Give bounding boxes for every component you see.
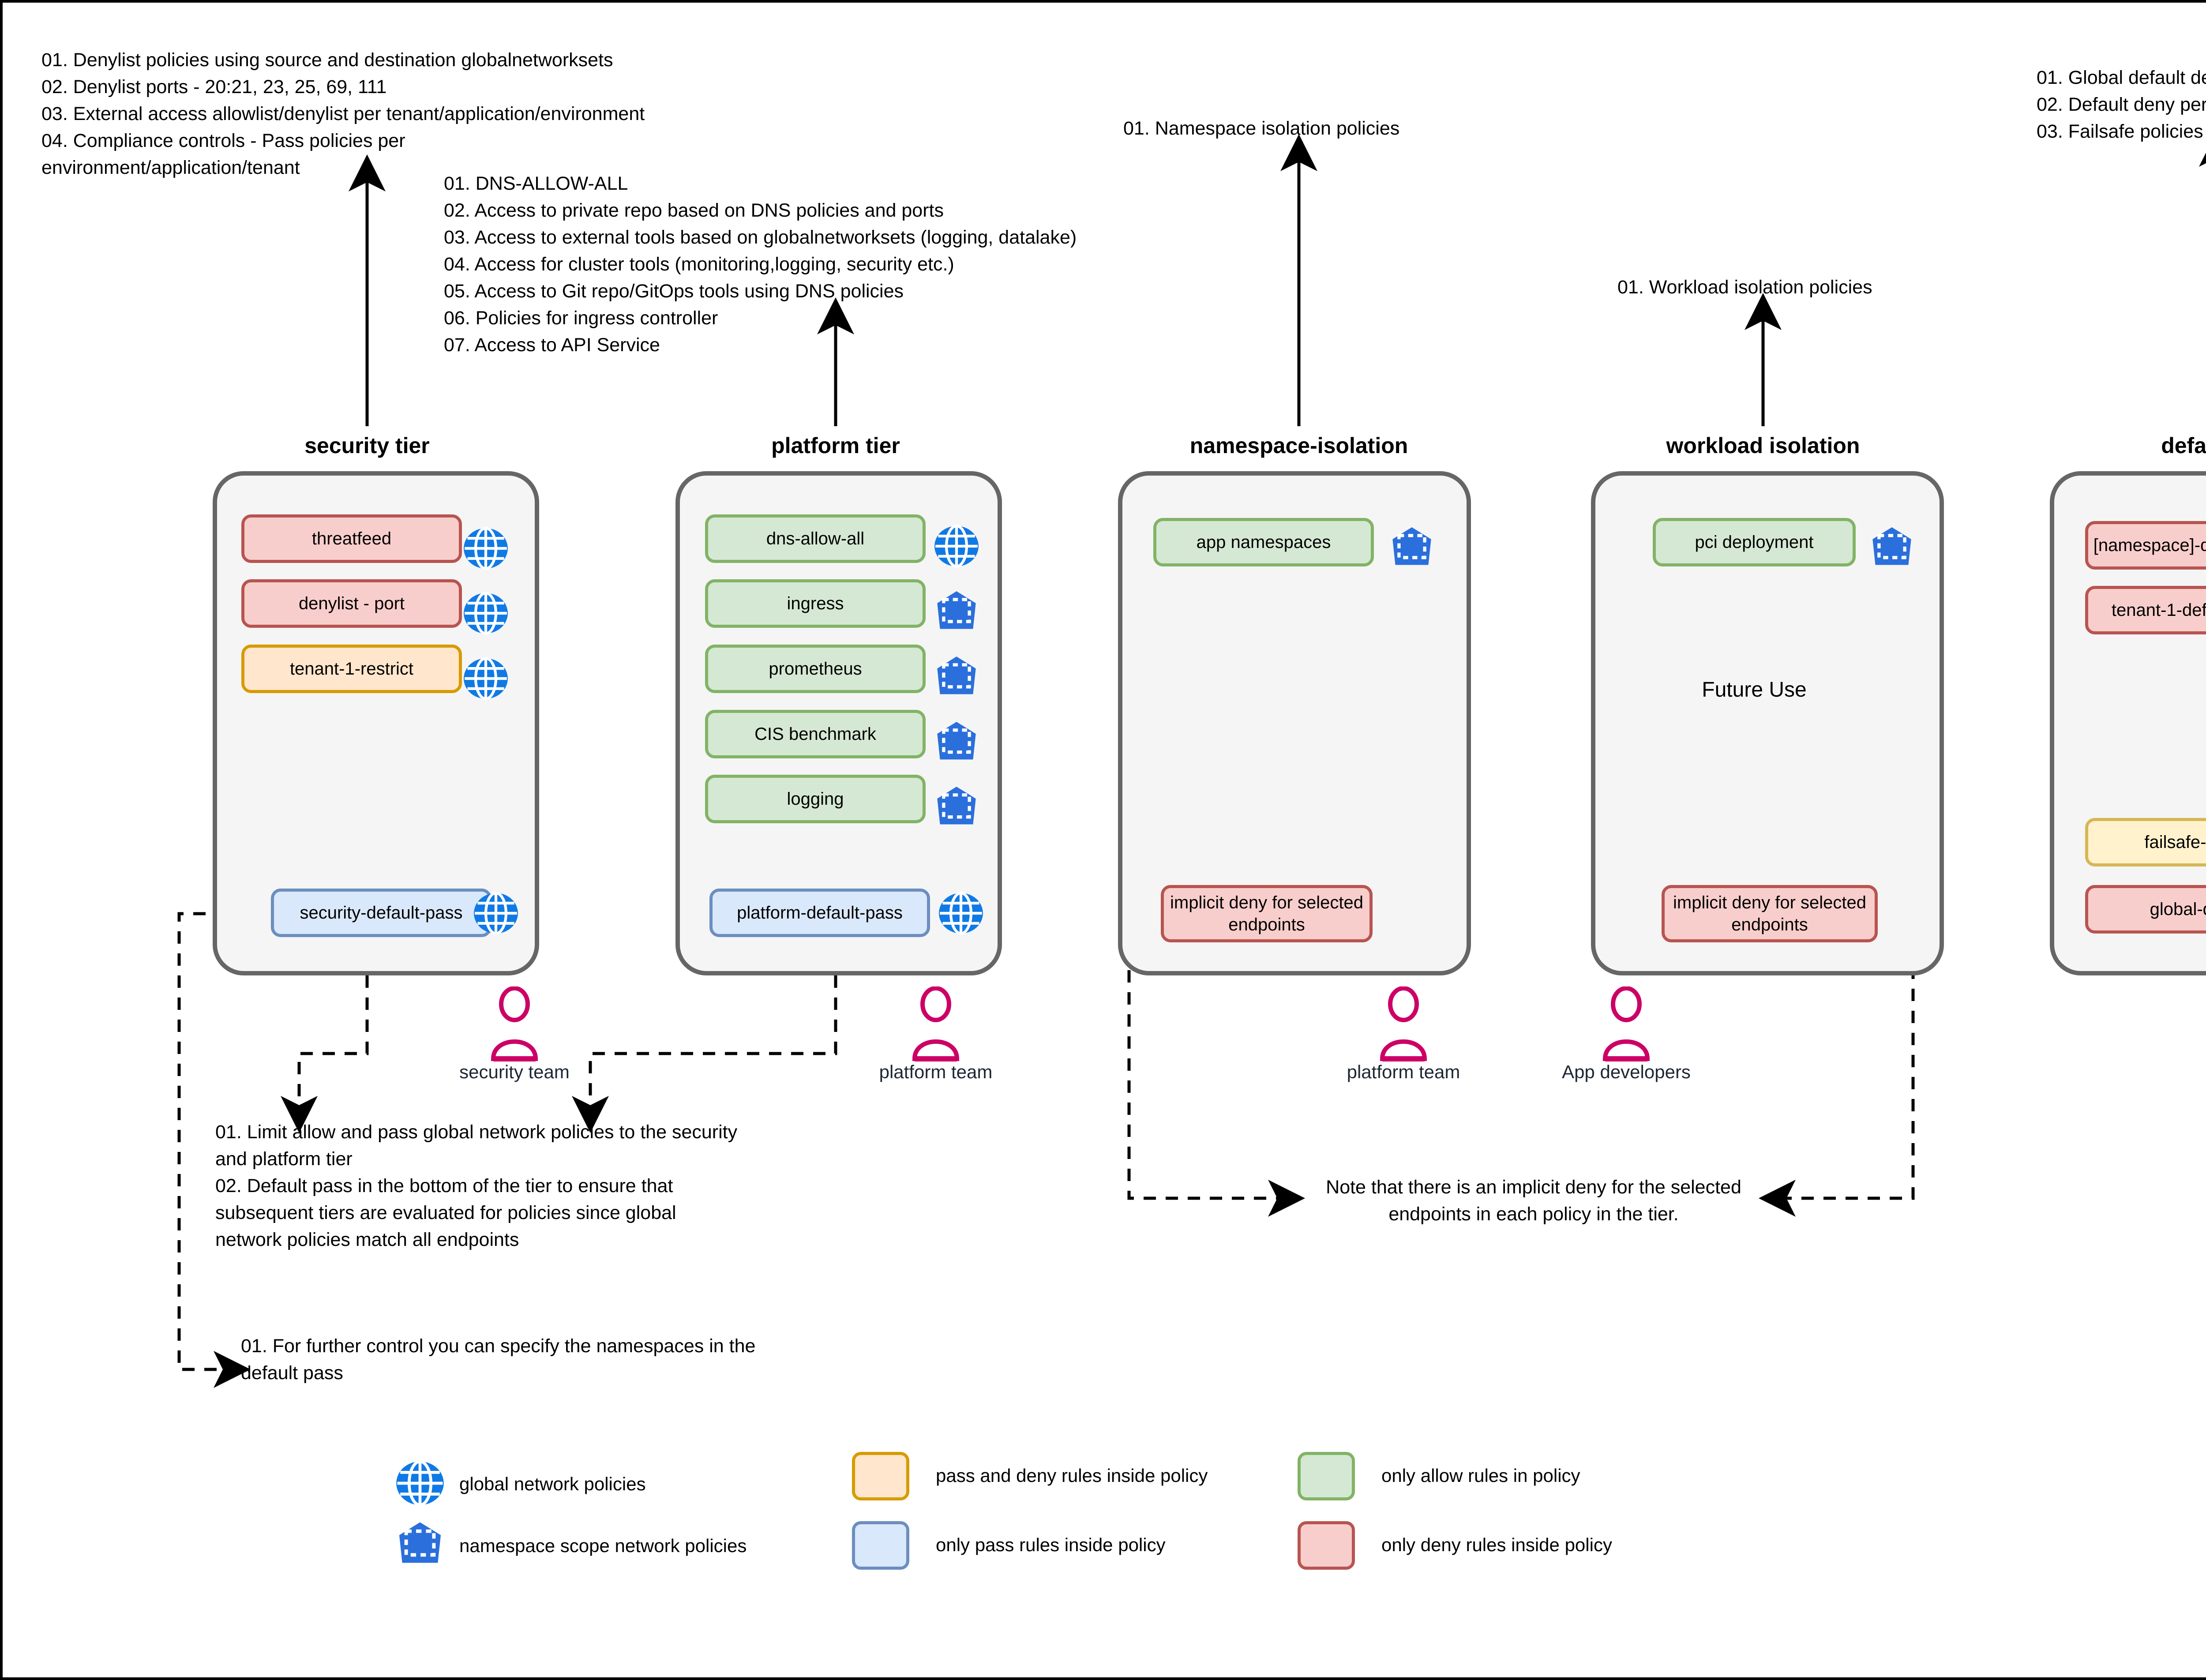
policy-logging[interactable]: logging [705, 775, 926, 823]
policy-pci-deployment[interactable]: pci deployment [1653, 518, 1856, 566]
legend-label-only-pass: only pass rules inside policy [936, 1534, 1166, 1555]
person-icon [488, 986, 541, 1064]
workload-future-use-text: Future Use [1702, 678, 1807, 701]
policy-ingress[interactable]: ingress [705, 579, 926, 628]
security-tier-annotation: 01. Denylist policies using source and d… [41, 49, 645, 179]
legend-label-only-allow: only allow rules in policy [1381, 1465, 1580, 1486]
global-network-policy-icon [395, 1459, 445, 1510]
team-label-workload-isolation: App developers [1562, 1061, 1691, 1082]
legend-swatch-only-allow [1298, 1452, 1355, 1500]
platform-tier-annotation: 01. DNS-ALLOW-ALL 02. Access to private … [444, 173, 1077, 356]
implicit-deny-annotation: Note that there is an implicit deny for … [1326, 1177, 1741, 1225]
default-tier-annotation: 01. Global default deny 02. Default deny… [2037, 67, 2206, 142]
global-network-policy-icon [463, 590, 509, 638]
tier-title-default: default tier [2161, 433, 2206, 458]
team-label-platform: platform team [879, 1061, 993, 1082]
namespace-scope-policy-icon [934, 589, 979, 638]
policy-prometheus[interactable]: prometheus [705, 645, 926, 693]
further-control-annotation: 01. For further control you can specify … [241, 1335, 756, 1384]
legend-label-namespace-scope-network-policies: namespace scope network policies [459, 1535, 747, 1556]
policy-threatfeed[interactable]: threatfeed [241, 514, 462, 563]
policy-failsafe-allow[interactable]: failsafe-allow [2085, 818, 2206, 866]
global-network-policy-icon [473, 890, 519, 938]
person-icon [909, 986, 962, 1064]
connector-platform-to-note [572, 975, 837, 1133]
policy-denylist-port[interactable]: denylist - port [241, 579, 462, 628]
policy-cis-benchmark[interactable]: CIS benchmark [705, 710, 926, 758]
legend-swatch-pass-and-deny [852, 1452, 909, 1500]
global-network-policy-icon [463, 525, 509, 574]
policy-tenant-1-default-deny[interactable]: tenant-1-default-deny [2085, 586, 2206, 634]
namespace-scope-policy-icon [395, 1520, 445, 1572]
policy-tenant-1-restrict[interactable]: tenant-1-restrict [241, 645, 462, 693]
global-network-policy-icon [463, 656, 509, 704]
namespace-scope-policy-icon [1869, 525, 1915, 574]
legend-label-pass-and-deny: pass and deny rules inside policy [936, 1465, 1208, 1486]
global-network-policy-icon [934, 523, 979, 571]
policy-app-namespaces[interactable]: app namespaces [1153, 518, 1374, 566]
workload-isolation-annotation: 01. Workload isolation policies [1617, 277, 1872, 298]
tier-title-workload-isolation: workload isolation [1666, 433, 1860, 458]
team-label-namespace-isolation: platform team [1347, 1061, 1460, 1082]
legend-label-global-network-policies: global network policies [459, 1474, 646, 1494]
legend-swatch-only-deny [1298, 1521, 1355, 1570]
namespace-scope-policy-icon [934, 655, 979, 703]
tier-title-security: security tier [304, 433, 430, 458]
policy-dns-allow-all[interactable]: dns-allow-all [705, 514, 926, 563]
tier-title-platform: platform tier [771, 433, 900, 458]
policy-namespace-implicit-deny[interactable]: implicit deny for selected endpoints [1161, 885, 1373, 942]
namespace-scope-policy-icon [934, 785, 979, 833]
namespace-scope-policy-icon [934, 720, 979, 768]
policy-workload-implicit-deny[interactable]: implicit deny for selected endpoints [1662, 885, 1878, 942]
policy-security-default-pass[interactable]: security-default-pass [271, 889, 491, 937]
bottom-left-annotation: 01. Limit allow and pass global network … [215, 1121, 738, 1251]
connector-security-to-note [281, 975, 369, 1133]
legend-swatch-only-pass [852, 1521, 909, 1570]
namespace-isolation-annotation: 01. Namespace isolation policies [1123, 118, 1400, 139]
person-icon [1377, 986, 1430, 1064]
team-label-security: security team [459, 1061, 570, 1082]
policy-global-deny[interactable]: global-deny [2085, 885, 2206, 934]
namespace-scope-policy-icon [1389, 525, 1435, 574]
tier-title-namespace-isolation: namespace-isolation [1189, 433, 1408, 458]
legend-label-only-deny: only deny rules inside policy [1381, 1534, 1612, 1555]
global-network-policy-icon [938, 890, 984, 938]
person-icon [1600, 986, 1653, 1064]
policy-namespace-default-deny[interactable]: [namespace]-default-deny [2085, 521, 2206, 570]
policy-platform-default-pass[interactable]: platform-default-pass [709, 889, 930, 937]
